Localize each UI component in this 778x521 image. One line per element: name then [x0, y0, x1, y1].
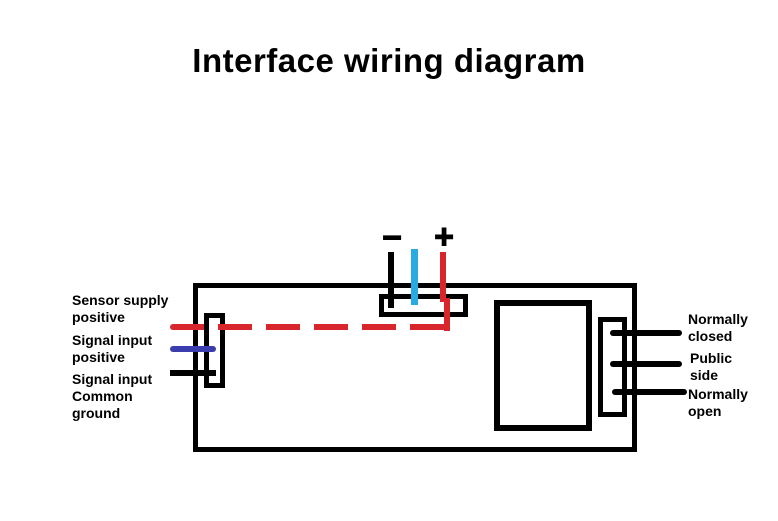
- label-sensor-supply-positive: Sensor supply positive: [72, 292, 169, 325]
- signal-common-ground-wire: [170, 370, 216, 376]
- label-normally-open: Normally open: [688, 386, 748, 419]
- label-signal-input-common-ground: Signal input Common ground: [72, 371, 153, 421]
- label-normally-closed: Normally closed: [688, 311, 748, 344]
- sensor-supply-positive-wire: [170, 324, 450, 330]
- power-plus-wire-lower: [444, 298, 450, 331]
- power-center-wire: [411, 249, 418, 305]
- output-terminal-block: [598, 317, 627, 417]
- plus-symbol: +: [434, 218, 455, 256]
- signal-input-positive-wire: [170, 346, 216, 352]
- relay-block: [494, 300, 592, 431]
- normally-closed-wire: [610, 330, 682, 336]
- power-minus-wire: [388, 252, 394, 308]
- label-public-side: Public side: [690, 350, 733, 383]
- power-terminal-block: [379, 294, 468, 317]
- public-side-wire: [610, 361, 682, 367]
- power-plus-wire-upper: [440, 252, 446, 302]
- normally-open-wire: [612, 389, 687, 395]
- minus-symbol: −: [382, 219, 403, 257]
- diagram-title: Interface wiring diagram: [192, 42, 586, 79]
- label-signal-input-positive: Signal input positive: [72, 332, 153, 365]
